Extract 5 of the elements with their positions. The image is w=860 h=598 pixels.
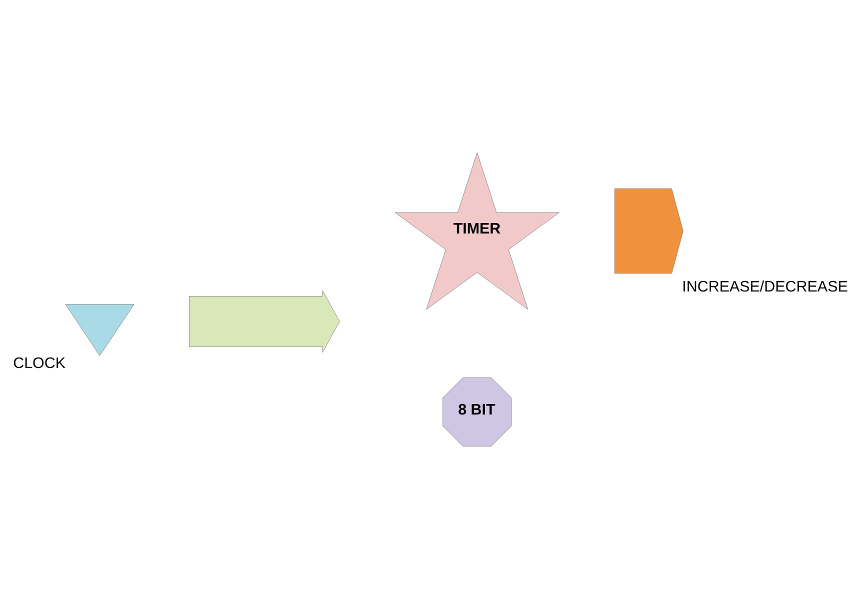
node-label: INCREASE/DECREASE	[682, 278, 848, 295]
node-arrow	[189, 290, 340, 352]
node-hourglass	[65, 304, 134, 356]
node-label: CLOCK	[13, 354, 66, 372]
node-double-arrow	[614, 188, 684, 274]
